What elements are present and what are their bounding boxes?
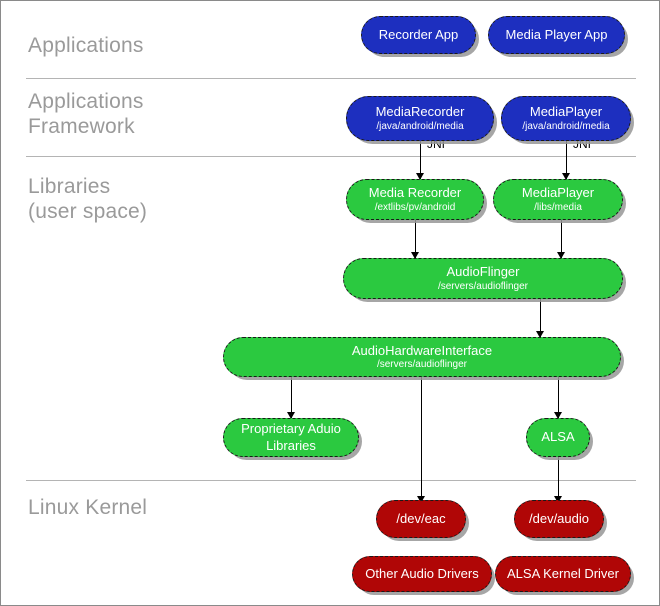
node-proprietary-audio-libraries[interactable]: Proprietary Aduio Libraries bbox=[223, 418, 359, 457]
node-title: Media Recorder bbox=[368, 185, 462, 201]
arrowhead-audioflinger-to-audiohardwareinterface bbox=[536, 331, 544, 338]
node-subtitle: /servers/audioflinger bbox=[437, 280, 529, 292]
connector-ahi-to-proprietary-libs bbox=[291, 376, 292, 418]
connector-mediaplayer-to-audioflinger bbox=[561, 220, 562, 258]
connector-mediaplayer-jni bbox=[566, 141, 567, 179]
node-title: AudioFlinger bbox=[446, 264, 520, 280]
node-alsa[interactable]: ALSA bbox=[526, 418, 590, 457]
node-alsa-kernel-driver[interactable]: ALSA Kernel Driver bbox=[495, 556, 631, 592]
node-title: ALSA Kernel Driver bbox=[507, 565, 619, 581]
node-title: MediaPlayer bbox=[529, 104, 603, 120]
section-label-libraries: Libraries (user space) bbox=[28, 175, 148, 223]
separator-framework bbox=[26, 156, 636, 157]
arrowhead-mediaplayer-jni bbox=[562, 173, 570, 180]
connector-mediarecorder-jni bbox=[420, 141, 421, 179]
node-title: Other Audio Drivers bbox=[365, 565, 479, 581]
node-subtitle: /java/android/media bbox=[522, 120, 610, 132]
node-other-audio-drivers[interactable]: Other Audio Drivers bbox=[352, 556, 492, 592]
separator-applications bbox=[26, 78, 636, 79]
node-mediaplayer-framework[interactable]: MediaPlayer /java/android/media bbox=[501, 96, 631, 141]
node-media-player-app[interactable]: Media Player App bbox=[488, 16, 625, 54]
arrowhead-media-recorder-to-audioflinger bbox=[411, 252, 419, 259]
node-title: /dev/eac bbox=[396, 510, 446, 526]
node-audiohardwareinterface[interactable]: AudioHardwareInterface /servers/audiofli… bbox=[223, 337, 621, 377]
node-title: Recorder App bbox=[378, 26, 459, 42]
node-title: Proprietary Aduio Libraries bbox=[241, 421, 341, 453]
node-recorder-app[interactable]: Recorder App bbox=[361, 16, 476, 54]
node-mediaplayer-lib[interactable]: MediaPlayer /libs/media bbox=[493, 179, 623, 220]
node-mediarecorder-framework[interactable]: MediaRecorder /java/android/media bbox=[346, 96, 494, 141]
node-subtitle: /libs/media bbox=[534, 201, 582, 213]
arrowhead-mediarecorder-jni bbox=[416, 173, 424, 180]
connector-audioflinger-to-audiohardwareinterface bbox=[540, 299, 541, 337]
connector-ahi-to-alsa bbox=[558, 376, 559, 418]
connector-alsa-to-dev-audio bbox=[558, 456, 559, 502]
connector-ahi-to-dev-eac bbox=[421, 376, 422, 502]
node-media-recorder-lib[interactable]: Media Recorder /extlibs/pv/android bbox=[346, 179, 484, 220]
node-subtitle: /servers/audioflinger bbox=[376, 359, 468, 371]
section-label-linux-kernel: Linux Kernel bbox=[28, 496, 148, 519]
node-title: /dev/audio bbox=[529, 510, 589, 526]
node-title: MediaRecorder bbox=[375, 104, 465, 120]
node-dev-eac[interactable]: /dev/eac bbox=[376, 500, 466, 538]
node-audioflinger[interactable]: AudioFlinger /servers/audioflinger bbox=[343, 258, 623, 299]
node-title: MediaPlayer bbox=[521, 185, 595, 201]
arrowhead-ahi-to-proprietary-libs bbox=[287, 412, 295, 419]
arrowhead-mediaplayer-to-audioflinger bbox=[557, 252, 565, 259]
arrowhead-ahi-to-alsa bbox=[554, 412, 562, 419]
connector-media-recorder-to-audioflinger bbox=[415, 220, 416, 258]
node-dev-audio[interactable]: /dev/audio bbox=[514, 500, 604, 538]
node-subtitle: /java/android/media bbox=[376, 120, 464, 132]
node-title: ALSA bbox=[541, 429, 575, 445]
node-title: AudioHardwareInterface bbox=[351, 342, 493, 358]
separator-kernel bbox=[26, 480, 636, 481]
node-title: Media Player App bbox=[505, 26, 608, 42]
section-label-applications: Applications bbox=[28, 34, 144, 57]
section-label-applications-framework: Applications Framework bbox=[28, 90, 144, 138]
node-subtitle: /extlibs/pv/android bbox=[374, 201, 456, 213]
